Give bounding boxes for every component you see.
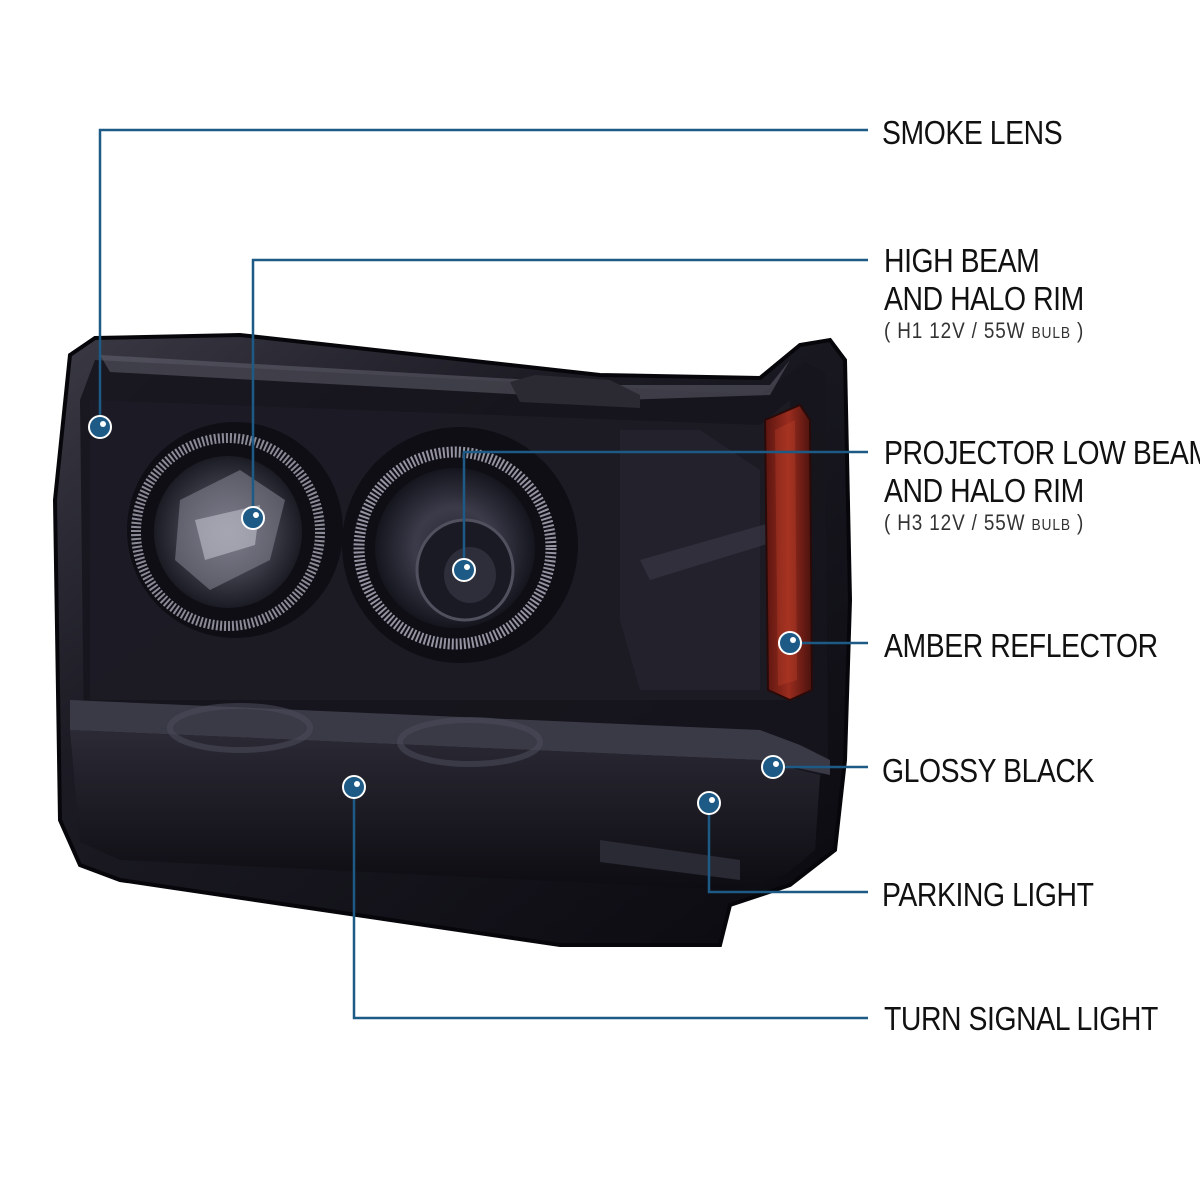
label-smoke-lens-title: SMOKE LENS [882,114,1063,151]
label-glossy-black-title: GLOSSY BLACK [882,752,1095,789]
callout-dot-projector [452,558,476,582]
callout-dot-high-beam [241,506,265,530]
lower-section [70,703,820,890]
housing-top-tab [510,375,640,408]
callout-dot-amber [778,631,802,655]
label-projector-line1: PROJECTOR LOW BEAM [884,434,1200,471]
callout-dot-glossy [761,755,785,779]
label-smoke-lens: SMOKE LENS [882,114,1063,152]
label-high-beam-spec: ( H1 12V / 55W BULB ) [884,318,1084,347]
projector-low-beam-lamp [342,427,578,663]
label-amber-reflector: AMBER REFLECTOR [884,627,1158,665]
spec-close: ) [1070,510,1085,535]
label-glossy-black: GLOSSY BLACK [882,752,1094,790]
high-beam-lamp [127,422,343,638]
label-amber-reflector-title: AMBER REFLECTOR [884,627,1158,664]
label-projector-low-beam: PROJECTOR LOW BEAM AND HALO RIM ( H3 12V… [884,434,1200,539]
label-projector-spec: ( H3 12V / 55W BULB ) [884,510,1200,539]
label-projector-line2: AND HALO RIM [884,472,1084,509]
label-turn-signal-light: TURN SIGNAL LIGHT [884,1000,1158,1038]
label-high-beam: HIGH BEAM AND HALO RIM ( H1 12V / 55W BU… [884,242,1084,347]
label-parking-light-title: PARKING LIGHT [882,876,1094,913]
spec-close: ) [1070,318,1085,343]
label-high-beam-line2: AND HALO RIM [884,280,1084,317]
label-turn-signal-light-title: TURN SIGNAL LIGHT [884,1000,1158,1037]
callout-line-smoke-lens [98,128,868,427]
callout-line-turn-signal [352,787,868,1020]
spec-unit: BULB [1031,517,1071,534]
callout-dot-smoke-lens [88,415,112,439]
divider-bar [70,700,830,775]
callout-line-projector [462,450,868,570]
callout-line-parking [707,803,868,894]
spec-unit: BULB [1031,325,1071,342]
label-high-beam-line1: HIGH BEAM [884,242,1040,279]
callout-dots [88,415,802,815]
callout-line-high-beam [251,258,868,518]
callout-dot-turn-signal [342,775,366,799]
callout-lines [98,128,868,1020]
label-parking-light: PARKING LIGHT [882,876,1094,914]
spec-open: ( H3 12V / 55W [884,510,1032,535]
callout-dot-parking [697,791,721,815]
upper-chamber [90,400,795,700]
amber-reflector [763,403,814,702]
spec-open: ( H1 12V / 55W [884,318,1032,343]
